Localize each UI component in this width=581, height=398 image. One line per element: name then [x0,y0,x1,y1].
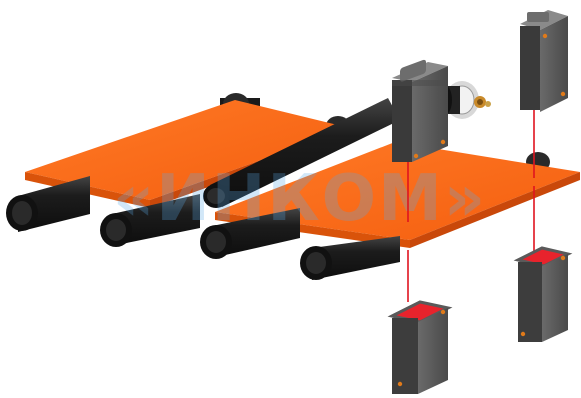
roller-front-4 [300,236,400,280]
sensor-bottom-left-icon [392,302,448,394]
sensor-bottom-right-icon [518,248,568,342]
sensor-top-left-icon [392,59,448,162]
watermark-text: «ИНКОМ» [113,162,487,236]
sensor-top-right-icon [520,10,568,112]
